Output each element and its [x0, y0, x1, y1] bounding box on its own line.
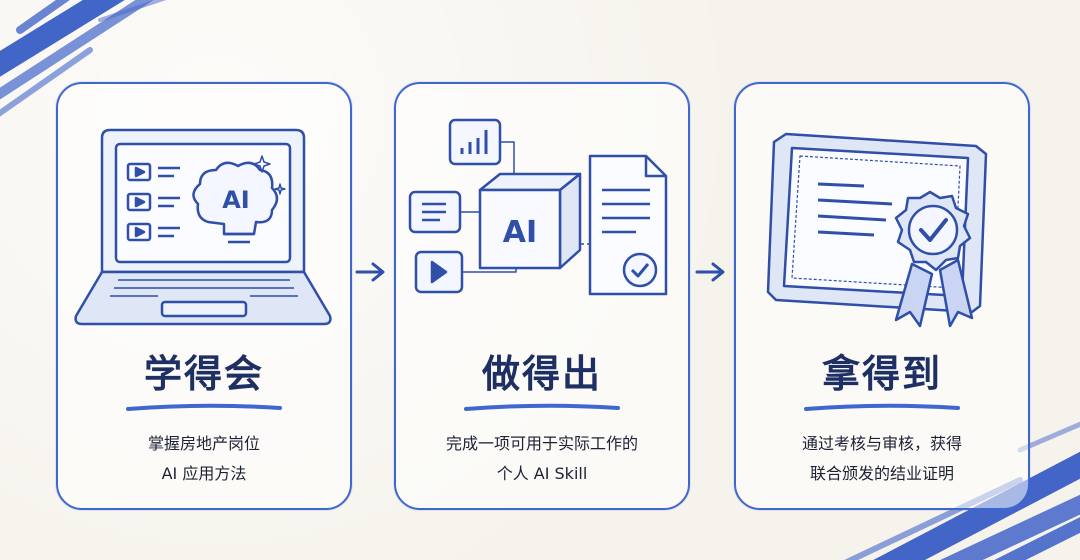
step-card-certify: 拿得到 通过考核与审核，获得 联合颁发的结业证明: [734, 82, 1030, 510]
arrow-right-icon: [695, 262, 725, 282]
step-title: 学得会: [143, 352, 264, 396]
certificate-badge-icon: [766, 132, 988, 328]
illustration-label: AI: [222, 186, 250, 214]
step-description: 掌握房地产岗位 AI 应用方法: [58, 429, 350, 489]
laptop-ai-brain-icon: AI: [74, 128, 332, 326]
description-line: 掌握房地产岗位: [147, 434, 260, 453]
ai-cube-workflow-icon: AI: [408, 118, 668, 296]
step-description: 通过考核与审核，获得 联合颁发的结业证明: [736, 429, 1028, 489]
title-underline: [464, 403, 620, 411]
step-description: 完成一项可用于实际工作的 个人 AI Skill: [396, 429, 688, 489]
step-card-learn: AI 学得会 掌握房地产岗位 AI 应用方法: [56, 82, 352, 510]
step-title: 做得出: [481, 352, 602, 396]
description-line: AI 应用方法: [161, 464, 247, 483]
description-line: 通过考核与审核，获得: [801, 434, 962, 453]
step-title: 拿得到: [821, 352, 942, 396]
description-line: 完成一项可用于实际工作的: [445, 434, 638, 453]
title-underline: [804, 403, 960, 411]
description-line: 个人 AI Skill: [496, 464, 588, 483]
step-card-build: AI 做得出 完成一项可用于实际工作的 个人 AI Skill: [394, 82, 690, 510]
illustration-label: AI: [503, 215, 537, 250]
arrow-right-icon: [355, 262, 385, 282]
description-line: 联合颁发的结业证明: [809, 464, 954, 483]
title-underline: [126, 403, 282, 411]
